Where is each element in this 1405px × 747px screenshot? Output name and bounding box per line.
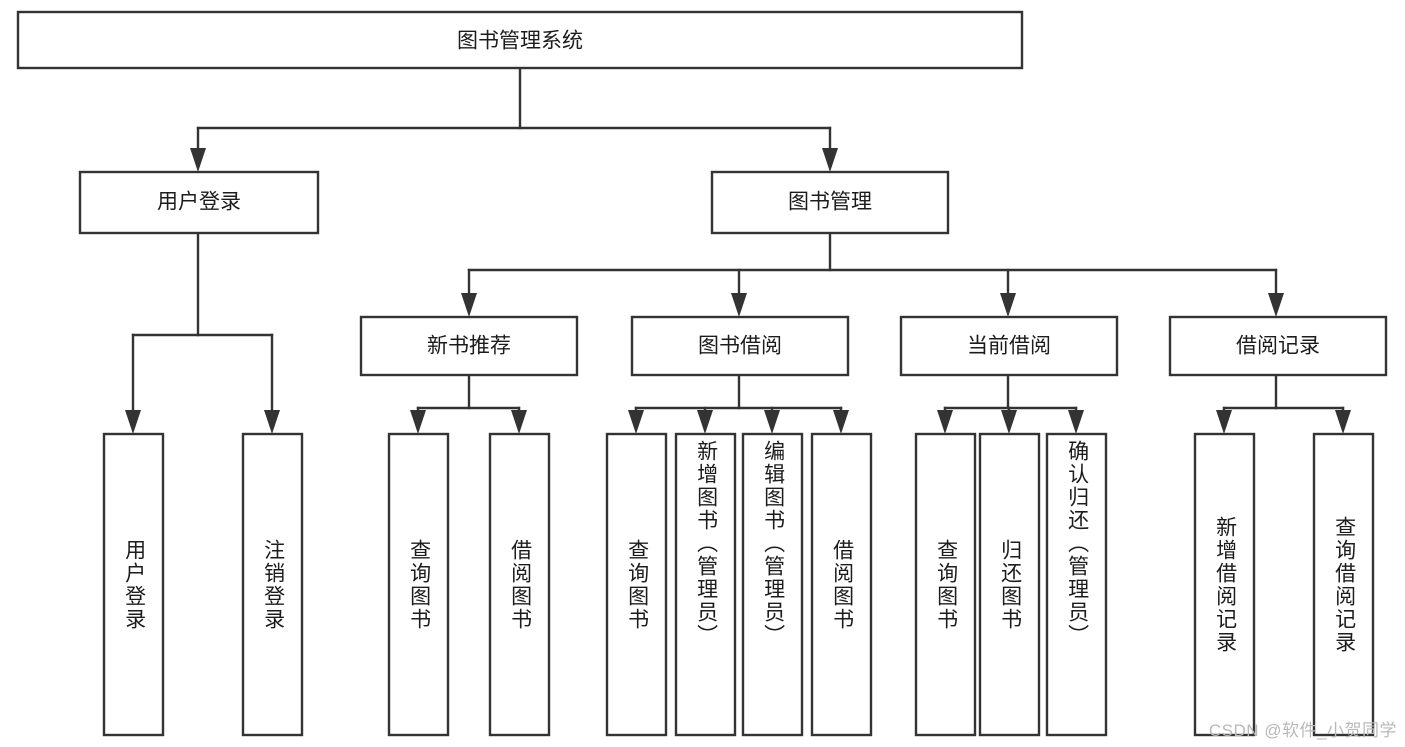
arrow-head-leaf-return-book [1001,410,1017,434]
node-book-borrow-label: 图书借阅 [698,335,782,358]
arrow-head-leaf-edit-book [764,410,780,434]
node-new-book-recommend-label: 新书推荐 [427,335,511,358]
leaf-box-query-book-2[interactable] [605,432,668,737]
node-user-login-label: 用户登录 [157,191,241,214]
arrow-head-leaf-query-book-2 [628,410,644,434]
node-root-box[interactable] [16,10,1024,70]
node-current-borrow-label: 当前借阅 [967,335,1051,358]
leaf-box-add-record[interactable] [1193,432,1256,737]
node-book-management-label: 图书管理 [788,191,872,214]
arrow-head-leaf-query-record [1335,410,1351,434]
arrow-head-leaf-add-book [697,410,713,434]
arrow-head-borrow-record [1268,293,1284,317]
arrow-head-leaf-borrow-book-1 [511,410,527,434]
arrow-head-leaf-user-login [125,410,141,434]
node-user-login-box[interactable] [78,170,320,235]
node-new-book-recommend[interactable]: 新书推荐 [359,315,579,377]
connector-book-management-to-level2 [461,231,1284,317]
node-book-borrow-box[interactable] [630,315,850,377]
leaf-boxes [102,432,1375,737]
connector-book-borrow-to-leaves [628,373,849,434]
connector-current-borrow-to-leaves [937,373,1084,434]
arrow-head-leaf-query-book-3 [937,410,953,434]
node-new-book-recommend-box[interactable] [359,315,579,377]
arrow-head-leaf-borrow-book-2 [833,410,849,434]
arrow-head-new-book-recommend [461,293,477,317]
node-current-borrow-box[interactable] [899,315,1119,377]
node-borrow-record[interactable]: 借阅记录 [1168,315,1388,377]
arrow-head-book-management [822,148,838,172]
leaf-box-edit-book[interactable] [741,432,804,737]
leaf-box-query-book-3[interactable] [914,432,977,737]
leaf-box-logout-login[interactable] [241,432,304,737]
arrow-head-user-login [190,148,206,172]
leaf-box-user-login[interactable] [102,432,165,737]
leaf-box-return-book[interactable] [978,432,1041,737]
node-root[interactable]: 图书管理系统 [16,10,1024,70]
arrow-head-book-borrow [731,293,747,317]
node-current-borrow[interactable]: 当前借阅 [899,315,1119,377]
connector-root-to-level1 [190,66,838,172]
connector-user-login-to-leaves [125,231,280,434]
node-book-management[interactable]: 图书管理 [710,170,950,235]
node-borrow-record-box[interactable] [1168,315,1388,377]
leaf-box-add-book[interactable] [674,432,737,737]
leaf-box-confirm-return[interactable] [1045,432,1108,737]
watermark-text: CSDN @软件_小贺同学 [1208,721,1397,740]
arrow-head-leaf-query-book-1 [410,410,426,434]
node-borrow-record-label: 借阅记录 [1236,335,1320,358]
leaf-box-borrow-book-1[interactable] [488,432,551,737]
arrow-head-leaf-logout-login [264,410,280,434]
connector-borrow-record-to-leaves [1216,373,1351,434]
node-user-login[interactable]: 用户登录 [78,170,320,235]
leaf-box-query-book-1[interactable] [387,432,450,737]
node-book-borrow[interactable]: 图书借阅 [630,315,850,377]
node-root-label: 图书管理系统 [457,30,583,53]
node-book-management-box[interactable] [710,170,950,235]
connector-new-book-to-leaves [410,373,527,434]
arrow-head-leaf-confirm-return [1068,410,1084,434]
leaf-box-borrow-book-2[interactable] [810,432,873,737]
arrow-head-leaf-add-record [1216,410,1232,434]
arrow-head-current-borrow [1000,293,1016,317]
leaf-box-query-record[interactable] [1312,432,1375,737]
